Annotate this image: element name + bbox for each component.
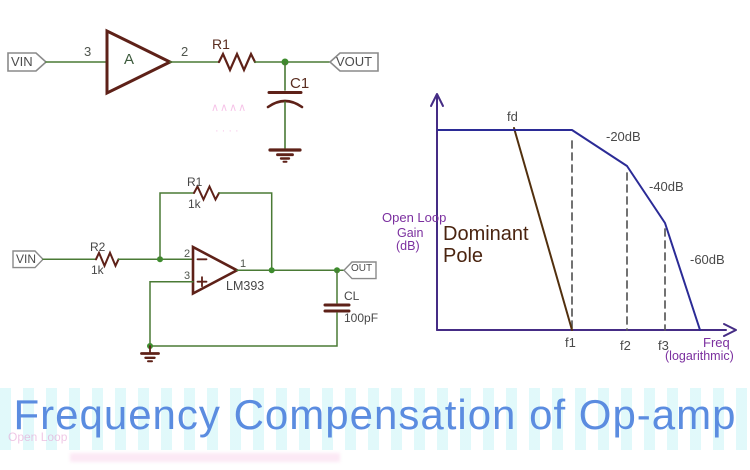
ground-symbol-icon — [268, 148, 302, 163]
feedback-resistor-label: R1 — [187, 175, 203, 189]
vout-tag-shape — [328, 52, 379, 72]
out-tag-label: OUT — [351, 263, 373, 274]
out-tag-shape — [343, 261, 377, 280]
resistor-r1-zigzag-icon — [217, 51, 257, 73]
vout-tag-label: VOUT — [336, 54, 373, 69]
resistor-r2-zigzag-icon — [95, 250, 120, 269]
x-axis-arrow-icon — [723, 323, 737, 337]
pin-number-3: 3 — [184, 270, 191, 282]
dominant-pole-annotation: Pole — [443, 245, 484, 267]
load-capacitor-value: 100pF — [344, 311, 379, 325]
ghost-dots-artifact: ···· — [215, 125, 242, 137]
feedback-wire — [218, 192, 273, 271]
x-tick-f1: f1 — [565, 335, 576, 350]
wire — [149, 280, 194, 347]
simple-opamp-circuit — [7, 28, 379, 163]
x-tick-f2: f2 — [620, 338, 631, 353]
vin-tag-label: VIN — [16, 252, 37, 266]
page-title: Frequency Compensation of Op-amp — [13, 391, 737, 438]
noninverting-input-plus-icon — [196, 276, 208, 288]
capacitor-c1-curved-plate-icon — [266, 99, 304, 109]
pin-number-2: 2 — [184, 248, 191, 260]
ghost-text-artifact: Open Loop — [8, 430, 68, 444]
load-capacitor-label: CL — [344, 289, 360, 303]
input-resistor-value: 1k — [91, 263, 104, 277]
fd-annotation: fd — [507, 109, 518, 124]
slope-label-20db: -20dB — [606, 129, 641, 144]
x-tick-f3: f3 — [658, 338, 669, 353]
opamp-triangle-icon — [191, 244, 240, 296]
lm393-circuit — [12, 184, 377, 363]
feedback-resistor-r1-zigzag-icon — [193, 184, 220, 202]
vin-tag-label: VIN — [11, 54, 33, 69]
y-axis-label-line3: (dB) — [396, 239, 420, 253]
open-loop-response-line — [437, 129, 701, 331]
resistor-r1-label: R1 — [212, 36, 230, 52]
vin-tag-shape — [7, 52, 48, 72]
ghost-zigzag-artifact: ∧∧∧∧ — [211, 102, 248, 114]
opamp-part-number: LM393 — [226, 279, 265, 293]
x-axis-label: Freq — [703, 335, 730, 350]
input-resistor-label: R2 — [90, 240, 106, 254]
wire — [149, 312, 338, 347]
pink-smear-artifact — [70, 453, 340, 462]
pin-number-1: 1 — [240, 258, 247, 270]
slope-label-40db: -40dB — [649, 179, 684, 194]
slope-label-60db: -60dB — [690, 252, 725, 267]
y-axis-label-line2: Gain — [397, 226, 424, 240]
junction-dot — [268, 267, 275, 274]
y-axis-arrow-icon — [430, 93, 444, 107]
pin-number-2: 2 — [181, 44, 189, 59]
amplifier-triangle-icon — [105, 28, 174, 96]
feedback-resistor-value: 1k — [188, 197, 201, 211]
dominant-pole-annotation: Dominant — [443, 223, 529, 245]
x-axis-label-sub: (logarithmic) — [665, 349, 734, 363]
capacitor-c1-label: C1 — [290, 75, 310, 92]
compensated-rolloff-line — [513, 127, 573, 331]
ground-symbol-icon — [140, 345, 160, 363]
vin-tag-shape — [12, 250, 44, 269]
y-axis-label-line1: Open Loop — [382, 210, 447, 225]
bode-plot — [430, 93, 737, 337]
feedback-wire — [159, 192, 195, 261]
amplifier-ref-label: A — [124, 51, 135, 68]
title-background-stripes — [0, 388, 750, 450]
pin-number-3: 3 — [84, 44, 92, 59]
